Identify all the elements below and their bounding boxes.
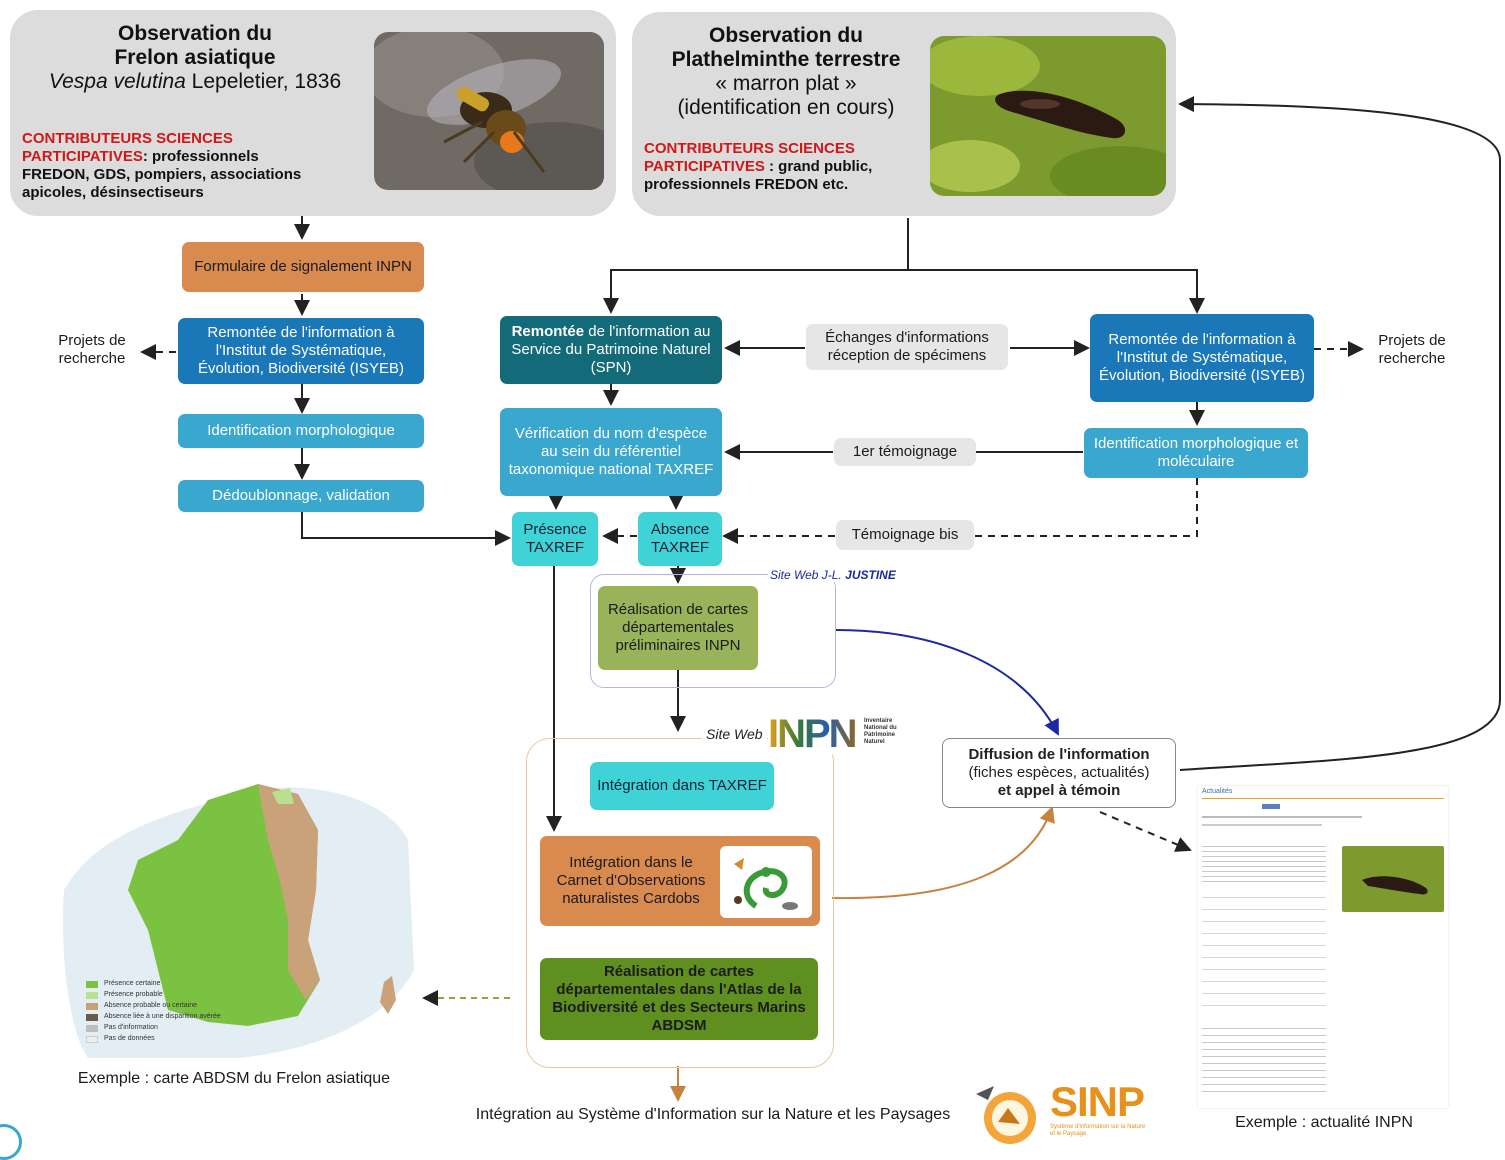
flatworm-contributors: CONTRIBUTEURS SCIENCES PARTICIPATIVES : … bbox=[644, 140, 873, 193]
second-testimony-label: Témoignage bis bbox=[836, 520, 974, 550]
abdsm-maps-node: Réalisation de cartes départementales da… bbox=[540, 958, 818, 1040]
map-legend: Présence certaine Présence probable Abse… bbox=[86, 980, 286, 1050]
sinp-emblem bbox=[972, 1078, 1044, 1148]
flatworm-photo bbox=[930, 36, 1166, 196]
taxref-integration-node: Intégration dans TAXREF bbox=[590, 762, 774, 810]
isyeb-right-node: Remontée de l'information à l'Institut d… bbox=[1090, 314, 1314, 402]
news-example-caption: Exemple : actualité INPN bbox=[1235, 1114, 1413, 1131]
isyeb-left-node: Remontée de l'information à l'Institut d… bbox=[178, 318, 424, 384]
inpn-website-group bbox=[526, 738, 834, 1068]
hornet-contributors: CONTRIBUTEURS SCIENCES PARTICIPATIVES: p… bbox=[22, 130, 302, 201]
morphological-id-left-node: Identification morphologique bbox=[178, 414, 424, 448]
hornet-panel-title: Observation du Frelon asiatique Vespa ve… bbox=[48, 22, 342, 93]
abdsm-map-example bbox=[58, 770, 418, 1060]
inpn-logo: INPN Inventaire National du Patrimoine N… bbox=[768, 714, 908, 754]
sinp-integration-text: Intégration au Système d'Information sur… bbox=[475, 1106, 951, 1123]
hornet-photo bbox=[374, 32, 604, 190]
taxref-presence-node: Présence TAXREF bbox=[512, 512, 598, 566]
deduplication-node: Dédoublonnage, validation bbox=[178, 480, 424, 512]
research-projects-left: Projets de recherche bbox=[58, 332, 126, 367]
inpn-website-label: Site Web bbox=[702, 726, 767, 742]
spn-node: Remontée de l'information au Service du … bbox=[500, 316, 722, 384]
exchange-label: Échanges d'informations réception de spé… bbox=[806, 324, 1008, 370]
report-form-node: Formulaire de signalement INPN bbox=[182, 242, 424, 292]
map-example-caption: Exemple : carte ABDSM du Frelon asiatiqu… bbox=[77, 1070, 391, 1087]
taxref-verification-node: Vérification du nom d'espèce au sein du … bbox=[500, 408, 722, 496]
flatworm-panel-title: Observation du Plathelminthe terrestre «… bbox=[671, 24, 901, 119]
inpn-news-thumbnail: Actualités bbox=[1198, 786, 1448, 1108]
first-testimony-label: 1er témoignage bbox=[834, 438, 976, 466]
morphological-molecular-id-node: Identification morphologique et molécula… bbox=[1084, 428, 1308, 478]
cardobs-logo bbox=[720, 846, 812, 918]
justine-website-label: Site Web J-L. JUSTINE bbox=[768, 568, 898, 582]
sinp-logo: SINP Système d'information sur la Nature… bbox=[1050, 1078, 1146, 1138]
taxref-absence-node: Absence TAXREF bbox=[638, 512, 722, 566]
preliminary-maps-node: Réalisation de cartes départementales pr… bbox=[598, 586, 758, 670]
justine-website-group bbox=[590, 574, 836, 688]
research-projects-right: Projets de recherche bbox=[1378, 332, 1446, 367]
diffusion-node: Diffusion de l'information (fiches espèc… bbox=[942, 738, 1176, 808]
